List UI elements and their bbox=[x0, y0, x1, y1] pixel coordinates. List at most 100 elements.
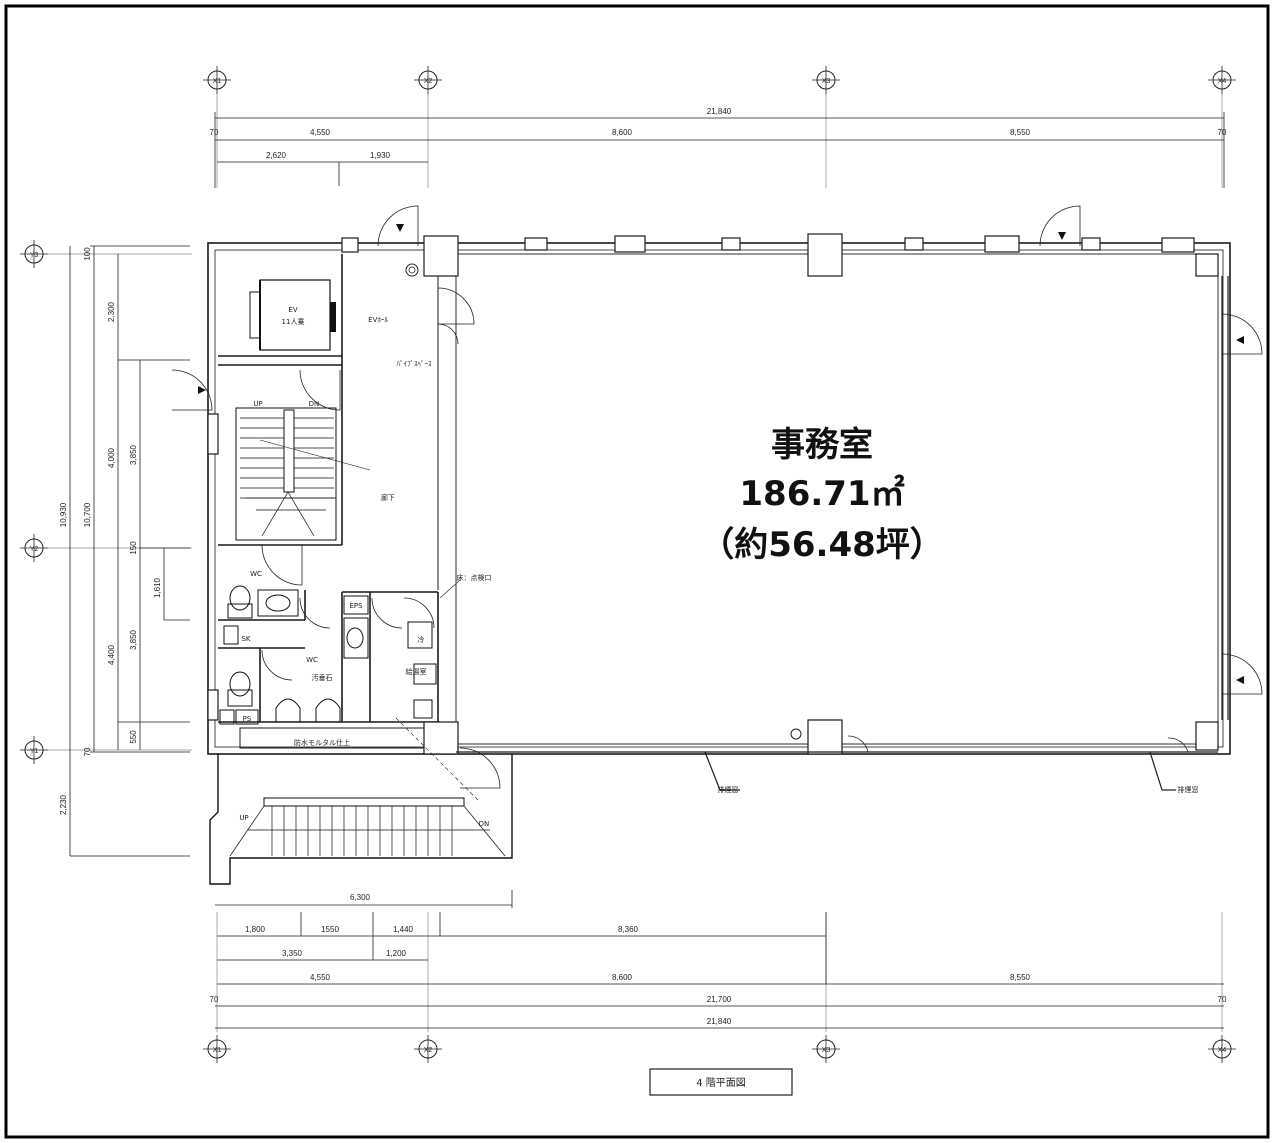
dim-col-a: 4,000 bbox=[107, 447, 116, 468]
top-dimension-lines bbox=[214, 112, 1225, 188]
dim-col-b: 3,850 bbox=[129, 629, 138, 650]
wc-fixtures bbox=[219, 585, 437, 725]
bottom-dimension-lines bbox=[215, 890, 1224, 1029]
cold-label: 冷 bbox=[418, 635, 425, 644]
axis-label: Y1 bbox=[30, 748, 39, 755]
windows-right bbox=[1221, 276, 1229, 720]
eps-label: EPS bbox=[349, 602, 363, 610]
window-label-2: 排煙窓 bbox=[1178, 785, 1199, 794]
dim-b3: 8,600 bbox=[612, 973, 633, 982]
inspection-label: 床：点検口 bbox=[457, 573, 492, 582]
dim-b2: 1,200 bbox=[386, 949, 407, 958]
dim-b4: 21,700 bbox=[707, 995, 732, 1004]
dim-col-b: 3,850 bbox=[129, 444, 138, 465]
ps-label: PS bbox=[243, 715, 252, 723]
axis-x2-bottom: X2 bbox=[414, 1035, 442, 1063]
dim-b1: 8,360 bbox=[618, 925, 639, 934]
building-walls bbox=[207, 242, 1231, 755]
axis-label: X2 bbox=[424, 78, 433, 85]
axis-label: X1 bbox=[213, 78, 222, 85]
dim-total-top: 21,840 bbox=[707, 107, 732, 116]
dim-small: 150 bbox=[129, 541, 138, 555]
dim-span: 4,550 bbox=[310, 128, 331, 137]
dim-small: 100 bbox=[83, 247, 92, 261]
caption-box bbox=[649, 1068, 793, 1096]
door-arrows bbox=[198, 224, 1244, 684]
window-label-1: 排煙窓 bbox=[718, 785, 739, 794]
room-name: 事務室 bbox=[771, 425, 873, 465]
axis-label: X3 bbox=[822, 1047, 831, 1054]
interior-stair bbox=[235, 407, 371, 541]
dim-stair: 6,300 bbox=[350, 893, 371, 902]
axis-label: Y3 bbox=[30, 252, 39, 259]
dim-offset: 70 bbox=[1218, 128, 1227, 137]
dim-extra: 2,230 bbox=[59, 794, 68, 815]
dim-small: 70 bbox=[83, 747, 92, 756]
dim-sub: 1,930 bbox=[370, 151, 391, 160]
room-tsubo: （約56.48坪） bbox=[700, 525, 944, 565]
drain-icon bbox=[790, 728, 802, 740]
stair-up-label: UP bbox=[253, 400, 262, 408]
elevator bbox=[249, 279, 336, 351]
dim-offset: 70 bbox=[210, 995, 219, 1004]
dim-b3: 8,550 bbox=[1010, 973, 1031, 982]
dim-offset: 70 bbox=[1218, 995, 1227, 1004]
axis-label: Y2 bbox=[30, 546, 39, 553]
wc-label-1: WC bbox=[250, 570, 262, 578]
dim-b1: 1,440 bbox=[393, 925, 414, 934]
corridor-label: 廊下 bbox=[381, 493, 395, 502]
fixture-icon bbox=[405, 263, 419, 277]
dim-b2: 3,350 bbox=[282, 949, 303, 958]
left-dimension-lines bbox=[69, 245, 190, 857]
inspection-leader bbox=[439, 579, 461, 599]
axis-label: X3 bbox=[822, 78, 831, 85]
dim-sub: 2,620 bbox=[266, 151, 287, 160]
windows-bottom bbox=[456, 751, 1218, 791]
wc-label-2: WC bbox=[306, 656, 318, 664]
axis-markers-bottom: X1 X2 X3 X4 bbox=[203, 1035, 1236, 1063]
dim-offset: 70 bbox=[210, 128, 219, 137]
axis-markers-left: Y3 Y2 Y1 bbox=[20, 240, 48, 764]
urinal-label: 汚垂石 bbox=[312, 673, 333, 682]
axis-label: X4 bbox=[1218, 1047, 1227, 1054]
axis-x1-bottom: X1 bbox=[203, 1035, 231, 1063]
pantry-label: 給湯室 bbox=[406, 667, 427, 676]
pipe-shaft-label: ﾊﾟｲﾌﾟｽﾍﾟｰｽ bbox=[397, 360, 432, 368]
axis-y1: Y1 bbox=[20, 736, 48, 764]
axis-x3-bottom: X3 bbox=[812, 1035, 840, 1063]
axis-x2-top: X2 bbox=[414, 66, 442, 94]
stair-dn-label: DN bbox=[309, 400, 320, 408]
ev-hall-label: EVﾎｰﾙ bbox=[368, 316, 388, 324]
axis-y2: Y2 bbox=[20, 534, 48, 562]
dim-col-a: 2,300 bbox=[107, 301, 116, 322]
axis-x3-top: X3 bbox=[812, 66, 840, 94]
axis-x1-top: X1 bbox=[203, 66, 231, 94]
room-area: 186.71㎡ bbox=[739, 474, 904, 514]
dim-col-a: 4,400 bbox=[107, 644, 116, 665]
caption-text: 4 階平面図 bbox=[696, 1077, 746, 1089]
axis-markers-top: X1 X2 X3 X4 bbox=[203, 66, 1236, 94]
dim-span: 8,600 bbox=[612, 128, 633, 137]
axis-x4-top: X4 bbox=[1208, 66, 1236, 94]
dim-b3: 4,550 bbox=[310, 973, 331, 982]
exterior-stair bbox=[209, 717, 513, 885]
axis-label: X4 bbox=[1218, 78, 1227, 85]
columns bbox=[207, 233, 1219, 755]
grid-lines bbox=[48, 92, 1223, 1032]
dim-span: 8,550 bbox=[1010, 128, 1031, 137]
axis-x4-bottom: X4 bbox=[1208, 1035, 1236, 1063]
dim-b1: 1550 bbox=[321, 925, 339, 934]
axis-y3: Y3 bbox=[20, 240, 48, 268]
dim-total-bottom: 21,840 bbox=[707, 1017, 732, 1026]
ev-capacity: 11人乗 bbox=[282, 317, 305, 326]
dim-small: 550 bbox=[129, 730, 138, 744]
sk-label: SK bbox=[241, 635, 250, 643]
ev-label: EV bbox=[288, 306, 297, 314]
axis-label: X2 bbox=[424, 1047, 433, 1054]
axis-label: X1 bbox=[213, 1047, 222, 1054]
ext-stair-dn-label: DN bbox=[479, 820, 490, 828]
dim-col-c: 1,610 bbox=[153, 577, 162, 598]
ext-stair-up-label: UP bbox=[239, 814, 248, 822]
door-swings bbox=[171, 205, 1263, 789]
